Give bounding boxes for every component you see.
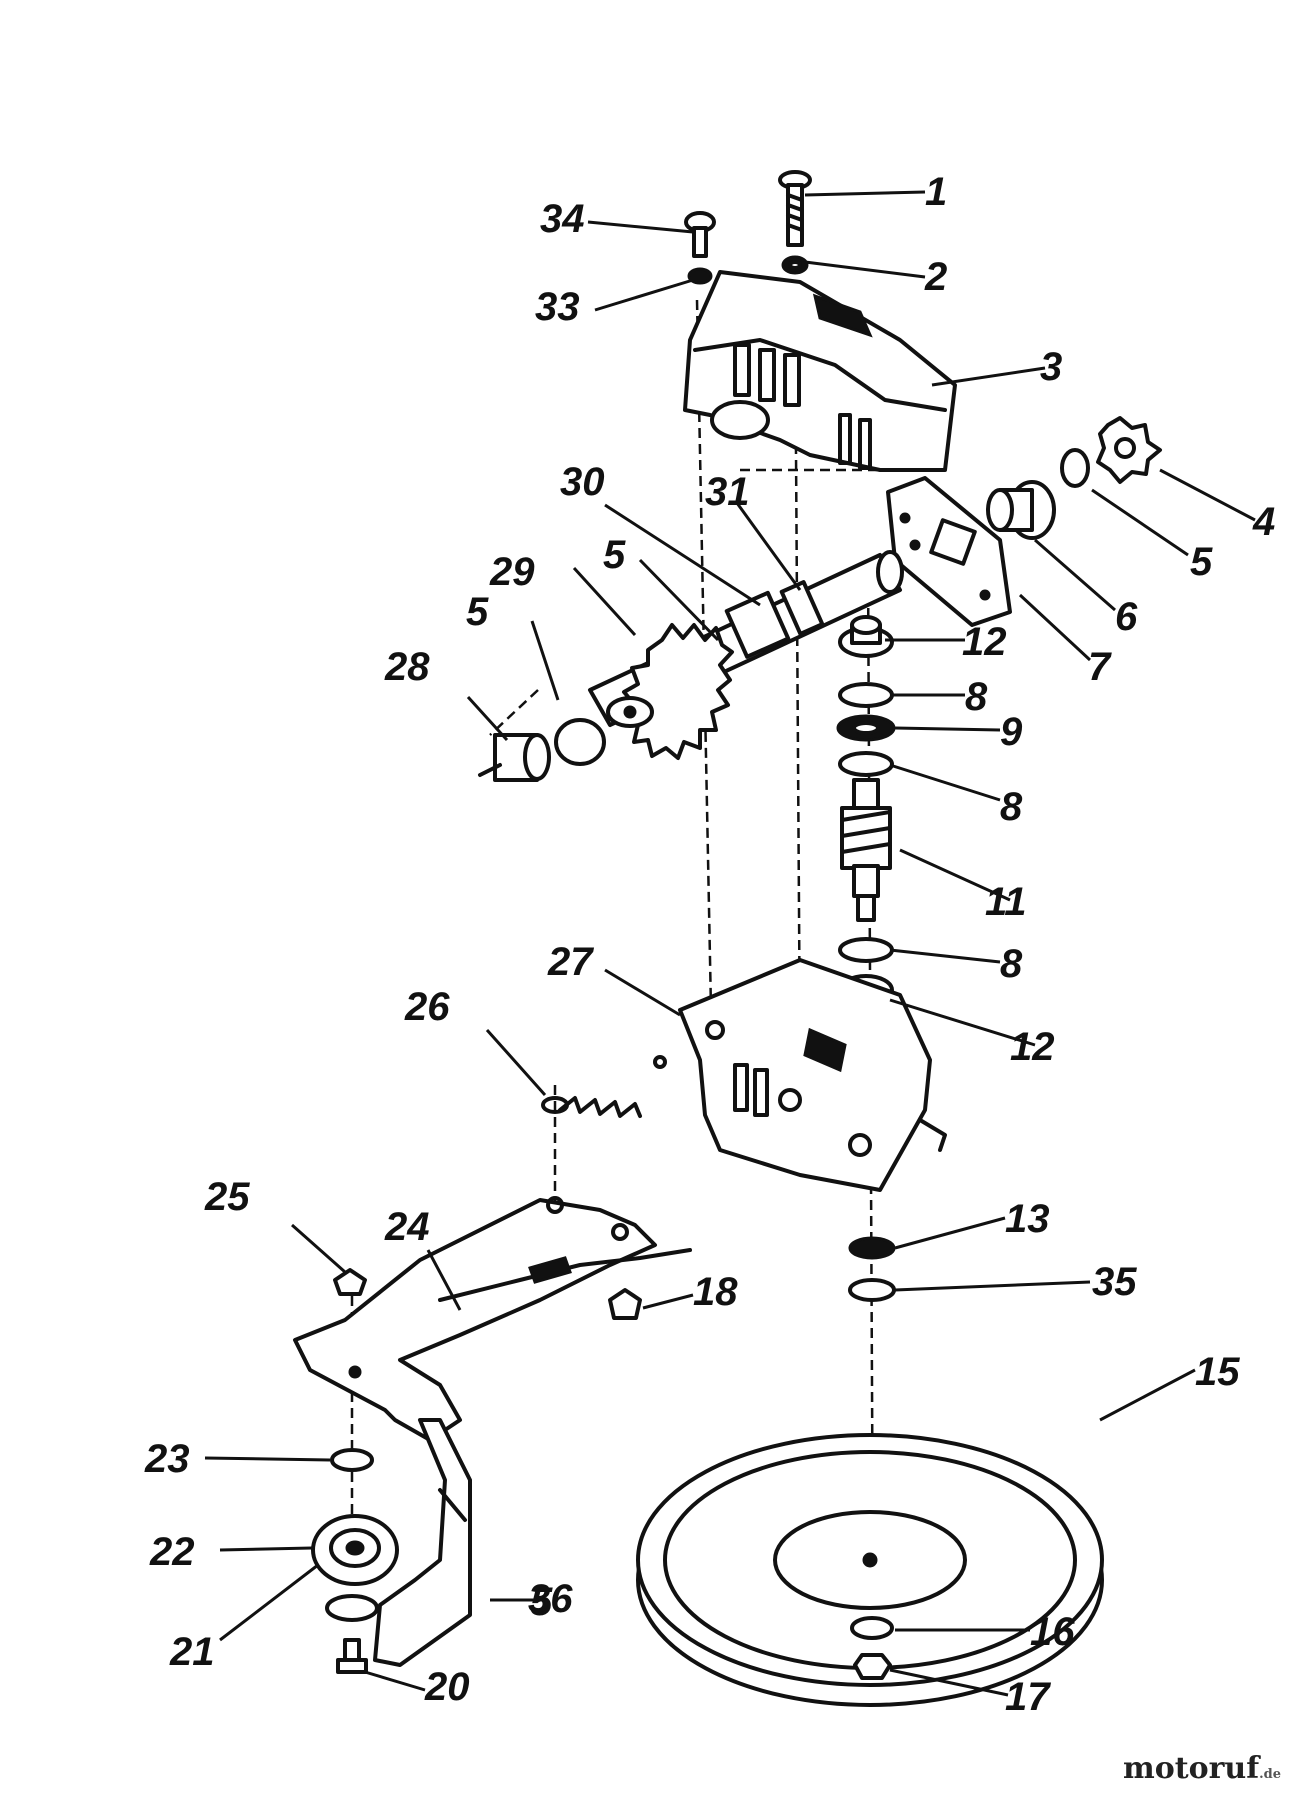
callout-13: 13: [1005, 1197, 1050, 1241]
callout-36: 36: [528, 1577, 573, 1621]
vertical-shaft-stack: [836, 615, 896, 1012]
bracket: [373, 1418, 472, 1667]
callout-22: 22: [149, 1530, 195, 1574]
callout-35: 35: [1092, 1260, 1137, 1304]
callout-26: 26: [404, 985, 450, 1029]
callout-28: 28: [384, 645, 430, 689]
callout-27: 27: [547, 940, 594, 984]
callout-8-bottom: 8: [1000, 942, 1023, 986]
callout-31: 31: [705, 470, 750, 514]
callout-1: 1: [925, 170, 947, 214]
callout-30: 30: [560, 460, 605, 504]
callout-8-mid: 8: [1000, 785, 1023, 829]
right-shaft-parts: [986, 416, 1162, 540]
callout-5-shaft: 5: [603, 533, 626, 577]
lever-arm: [293, 1196, 692, 1442]
callout-17: 17: [1005, 1675, 1051, 1719]
callout-3: 3: [1040, 345, 1062, 389]
callout-25: 25: [204, 1175, 250, 1219]
leader-lines: [204, 190, 1256, 1697]
spring: [541, 1055, 667, 1118]
callout-12-bottom: 12: [1010, 1025, 1055, 1069]
callout-18: 18: [693, 1270, 738, 1314]
watermark-tld: .de: [1259, 1767, 1281, 1782]
worm-gear-shaft: [588, 550, 904, 760]
callout-8-top: 8: [965, 675, 988, 719]
mounting-plate: [886, 476, 1012, 627]
callout-12-top: 12: [962, 620, 1007, 664]
callout-11: 11: [985, 880, 1027, 924]
watermark-logo: motoruf.de: [1123, 1751, 1281, 1786]
gear-housing-cover: [683, 270, 957, 472]
callout-16: 16: [1030, 1610, 1075, 1654]
callout-15: 15: [1195, 1350, 1240, 1394]
pulley: [636, 1433, 1104, 1707]
callout-5-right: 5: [1190, 540, 1213, 584]
left-shaft-parts: [478, 718, 606, 782]
idler-pulley-assembly: [311, 1268, 642, 1674]
callout-24: 24: [384, 1205, 430, 1249]
callout-23: 23: [144, 1437, 190, 1481]
top-fasteners: [684, 170, 812, 285]
gear-housing-base: [678, 958, 947, 1192]
callout-33: 33: [535, 285, 580, 329]
pulley-hardware: [848, 1236, 896, 1680]
callout-29: 29: [489, 550, 535, 594]
watermark-name: motoruf: [1122, 1751, 1260, 1786]
callout-4: 4: [1252, 500, 1275, 544]
callout-labels: 1 2 3 4 5 5 5 5 6 7 8 8 8 9 11 12 12 13 …: [144, 170, 1275, 1719]
callout-34: 34: [540, 197, 585, 241]
callout-20: 20: [424, 1665, 470, 1709]
callout-21: 21: [169, 1630, 215, 1674]
callout-7: 7: [1088, 645, 1112, 689]
callout-5-left: 5: [466, 590, 489, 634]
callout-2: 2: [924, 255, 947, 299]
callout-9: 9: [1000, 710, 1023, 754]
callout-5-extra: 5: [530, 1580, 553, 1624]
callout-6: 6: [1115, 595, 1138, 639]
